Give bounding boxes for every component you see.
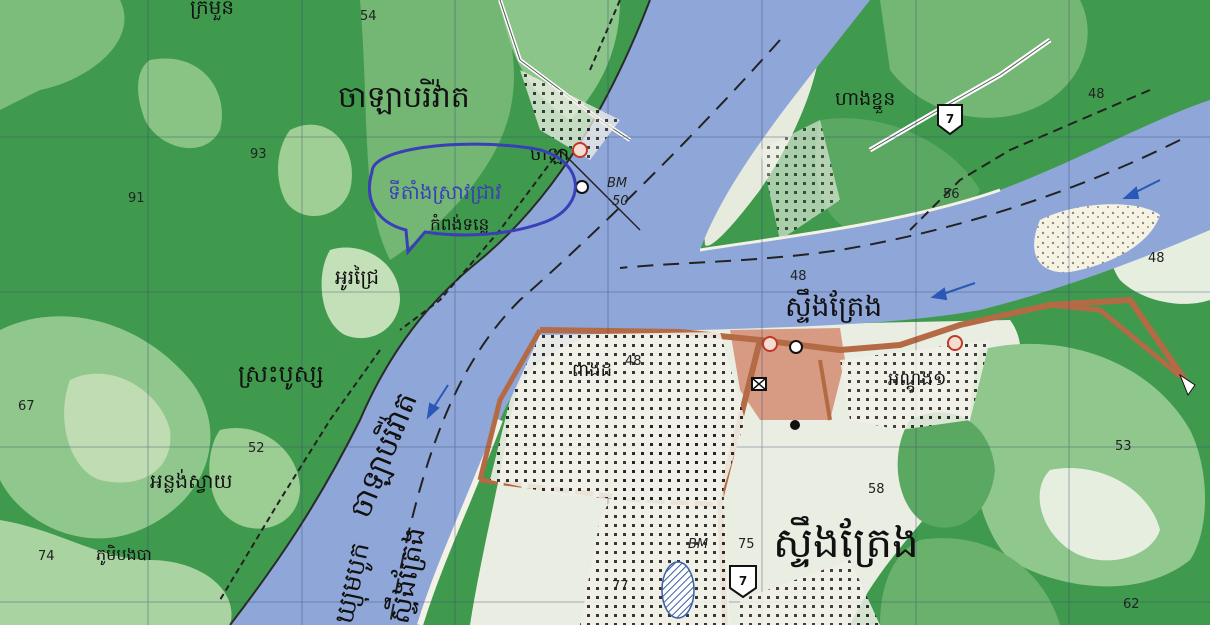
research-site-callout: ទីតាំងស្រាវជ្រាវ	[367, 142, 577, 256]
elevation-48-b: 48	[790, 269, 807, 284]
label-channel-north: ចាឡាបរិវ៉ាត	[338, 78, 470, 115]
label-srah-bosra: ស្រះបូស្ស	[238, 360, 324, 390]
route-shield-7-top: 7	[937, 104, 963, 136]
route-number-bottom: 7	[739, 574, 747, 588]
route-shield-7-bottom: 7	[729, 565, 757, 599]
label-houses-left: អូរជ្រៃ	[335, 264, 379, 291]
label-town-kanda: ពាងដ	[572, 360, 612, 381]
elevation-labels: 54 93 91 67 52 74 48 56 48 48 48 53 58 7…	[18, 9, 1165, 612]
elevation-75: 75	[738, 537, 755, 552]
route-number-top: 7	[946, 112, 954, 126]
elevation-67: 67	[18, 399, 35, 414]
callout-label: ទីតាំងស្រាវជ្រាវ	[388, 179, 501, 204]
label-kam-sa-nha: ភូមិបងបា	[96, 544, 152, 566]
label-town-smol: អណ្ដូង១	[888, 369, 946, 393]
label-ha-kong-soun: ហាងខ្នួន	[835, 88, 895, 114]
elevation-74: 74	[38, 549, 55, 564]
elevation-62: 62	[1123, 597, 1140, 612]
label-om-kong-sbay: អន្លង់ស្វាយ	[150, 468, 233, 493]
elevation-53: 53	[1115, 439, 1132, 454]
elevation-48-a: 48	[1088, 87, 1105, 102]
label-kompong-tonle: កំពង់ទន្លេ	[430, 213, 489, 235]
elevation-56: 56	[943, 187, 960, 202]
label-river-stung-treng: ស្ទឹងត្រែង	[785, 288, 882, 323]
elevation-52: 52	[248, 441, 265, 456]
settlements	[490, 70, 990, 625]
elevation-77: 77	[612, 579, 629, 594]
elevation-91: 91	[128, 191, 145, 206]
benchmark-bottom: BM	[688, 537, 708, 552]
elevation-50: 50	[612, 194, 629, 209]
label-town-big: ស្ទឹងត្រែង	[773, 515, 919, 568]
flow-arrows	[426, 179, 1161, 420]
elevation-93: 93	[250, 147, 267, 162]
benchmark-labels: BM BM	[607, 176, 708, 552]
label-top-cut: ក្រមួន	[190, 0, 234, 21]
elevation-48-d: 48	[625, 354, 642, 369]
elevation-58: 58	[868, 482, 885, 497]
elevation-54: 54	[360, 9, 377, 24]
benchmark-top: BM	[607, 176, 627, 191]
vegetation-patches	[0, 0, 620, 625]
elevation-48-c: 48	[1148, 251, 1165, 266]
landmark-symbols	[572, 142, 1196, 619]
